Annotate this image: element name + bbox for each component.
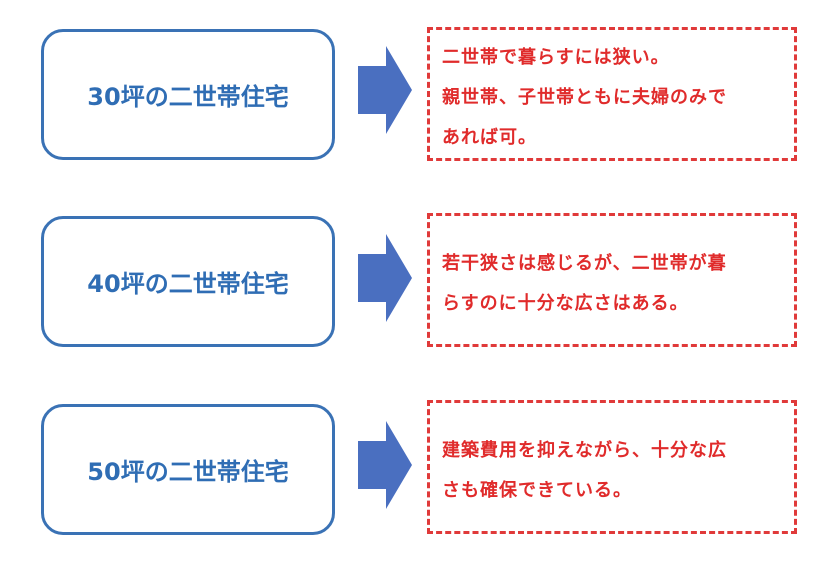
size-box-30: 30坪の二世帯住宅 (41, 29, 335, 160)
size-title: 30坪の二世帯住宅 (87, 83, 289, 111)
arrow-right-icon (358, 46, 412, 134)
comment-box-40: 若干狭さは感じるが、二世帯が暮 らすのに十分な広さはある。 (427, 213, 797, 347)
comment-line: あれば可。 (442, 127, 537, 148)
comment-line: さも確保できている。 (442, 480, 632, 501)
size-title: 50坪の二世帯住宅 (87, 458, 289, 486)
comment-line: 若干狭さは感じるが、二世帯が暮 (442, 253, 727, 274)
comment-line: 二世帯で暮らすには狭い。 (442, 47, 670, 68)
comment-line: 親世帯、子世帯ともに夫婦のみで (442, 87, 727, 108)
size-title: 40坪の二世帯住宅 (87, 270, 289, 298)
comment-box-30: 二世帯で暮らすには狭い。 親世帯、子世帯ともに夫婦のみで あれば可。 (427, 27, 797, 161)
size-box-40: 40坪の二世帯住宅 (41, 216, 335, 347)
arrow-right-icon (358, 234, 412, 322)
comment-line: 建築費用を抑えながら、十分な広 (442, 440, 727, 461)
comment-box-50: 建築費用を抑えながら、十分な広 さも確保できている。 (427, 400, 797, 534)
comment-line: らすのに十分な広さはある。 (442, 293, 689, 314)
arrow-right-icon (358, 421, 412, 509)
size-box-50: 50坪の二世帯住宅 (41, 404, 335, 535)
